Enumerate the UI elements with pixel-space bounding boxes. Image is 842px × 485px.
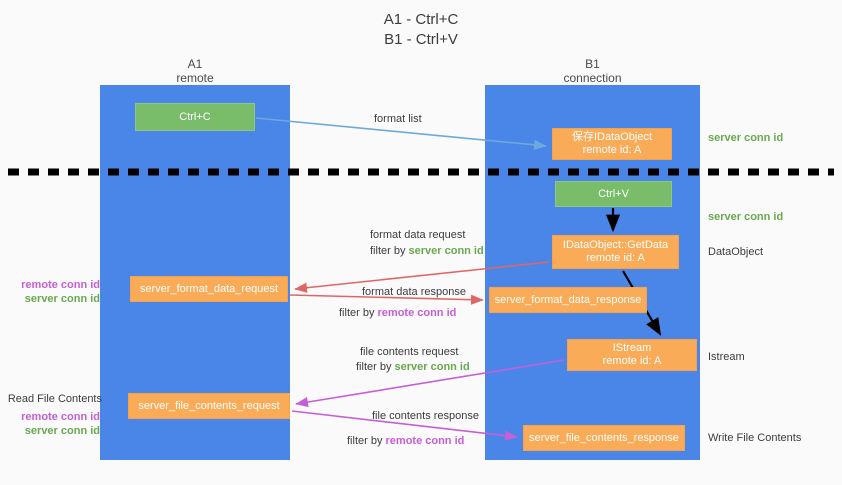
box-ctrl-c[interactable]: Ctrl+C — [135, 103, 255, 131]
filter-prefix: filter by — [356, 361, 395, 373]
caption-file-contents-response: file contents response — [372, 410, 480, 422]
title-line-1: A1 - Ctrl+C — [383, 11, 459, 28]
box-server-format-data-response-label: server_format_data_response — [494, 293, 642, 306]
box-ctrl-v[interactable]: Ctrl+V — [555, 181, 672, 207]
box-server-file-contents-request[interactable]: server_file_contents_request — [128, 393, 290, 419]
box-idataobject-getdata-label: IDataObject::GetData — [562, 239, 669, 251]
box-istream[interactable]: IStream remote id: A — [567, 339, 697, 371]
box-istream-remote-id: remote id: A — [602, 355, 662, 367]
left-label-server-conn-id: server conn id — [24, 293, 100, 305]
diagram-title: A1 - Ctrl+C B1 - Ctrl+V — [0, 10, 842, 50]
lane-a1-name: A1 — [187, 57, 203, 71]
lane-b1-sub: connection — [563, 71, 622, 85]
box-server-format-data-request-label: server_format_data_request — [139, 282, 279, 295]
box-idataobject-getdata-remote-id: remote id: A — [586, 252, 645, 264]
right-label-istream: Istream — [708, 351, 745, 363]
box-save-idataobject[interactable]: 保存IDataObject remote id: A — [552, 128, 672, 160]
box-save-idataobject-remote-id: remote id: A — [582, 144, 642, 156]
box-istream-label: IStream — [612, 342, 652, 354]
box-ctrl-c-label: Ctrl+C — [179, 110, 211, 123]
caption-format-data-request-filter: filter by server conn id — [370, 244, 484, 258]
caption-format-data-response-filter: filter by remote conn id — [339, 306, 456, 320]
right-label-dataobject: DataObject — [708, 246, 764, 258]
lane-header-a1: A1 remote — [100, 57, 290, 85]
left-label-read-file-contents: Read File Contents — [7, 393, 102, 405]
lane-a1-sub: remote — [176, 71, 214, 85]
box-server-format-data-request[interactable]: server_format_data_request — [130, 276, 288, 302]
right-label-write-file-contents: Write File Contents — [708, 432, 802, 444]
box-idataobject-getdata[interactable]: IDataObject::GetData remote id: A — [552, 235, 679, 269]
filter-key-remote-conn-id: remote conn id — [377, 307, 457, 319]
caption-file-contents-response-filter: filter by remote conn id — [347, 434, 464, 448]
filter-prefix: filter by — [339, 307, 378, 319]
box-server-file-contents-response-label: server_file_contents_response — [529, 431, 679, 444]
left-label-conn-ids-2: remote conn id server conn id — [8, 410, 100, 438]
caption-format-list: format list — [374, 113, 422, 125]
filter-key-server-conn-id: server conn id — [394, 361, 470, 373]
caption-format-data-request: format data request — [370, 229, 466, 241]
box-ctrl-v-label: Ctrl+V — [598, 187, 629, 200]
box-server-file-contents-response[interactable]: server_file_contents_response — [523, 425, 685, 451]
lane-header-b1: B1 connection — [485, 57, 700, 85]
caption-file-contents-request-filter: filter by server conn id — [356, 360, 470, 374]
left-label-remote-conn-id: remote conn id — [21, 411, 100, 423]
box-save-idataobject-label: 保存IDataObject — [571, 131, 653, 143]
filter-prefix: filter by — [370, 245, 409, 257]
box-server-format-data-response[interactable]: server_format_data_response — [489, 287, 647, 313]
left-label-conn-ids-1: remote conn id server conn id — [8, 278, 100, 306]
right-label-server-conn-id-2: server conn id — [708, 211, 784, 223]
lane-b1-name: B1 — [585, 57, 600, 71]
filter-key-remote-conn-id: remote conn id — [385, 435, 465, 447]
left-label-remote-conn-id: remote conn id — [21, 279, 100, 291]
title-line-2: B1 - Ctrl+V — [384, 31, 458, 48]
box-server-file-contents-request-label: server_file_contents_request — [138, 399, 280, 412]
filter-key-server-conn-id: server conn id — [408, 245, 484, 257]
caption-format-data-response: format data response — [362, 286, 466, 298]
left-label-server-conn-id: server conn id — [24, 425, 100, 437]
right-label-server-conn-id-1: server conn id — [708, 132, 784, 144]
filter-prefix: filter by — [347, 435, 386, 447]
caption-file-contents-request: file contents request — [360, 346, 459, 358]
